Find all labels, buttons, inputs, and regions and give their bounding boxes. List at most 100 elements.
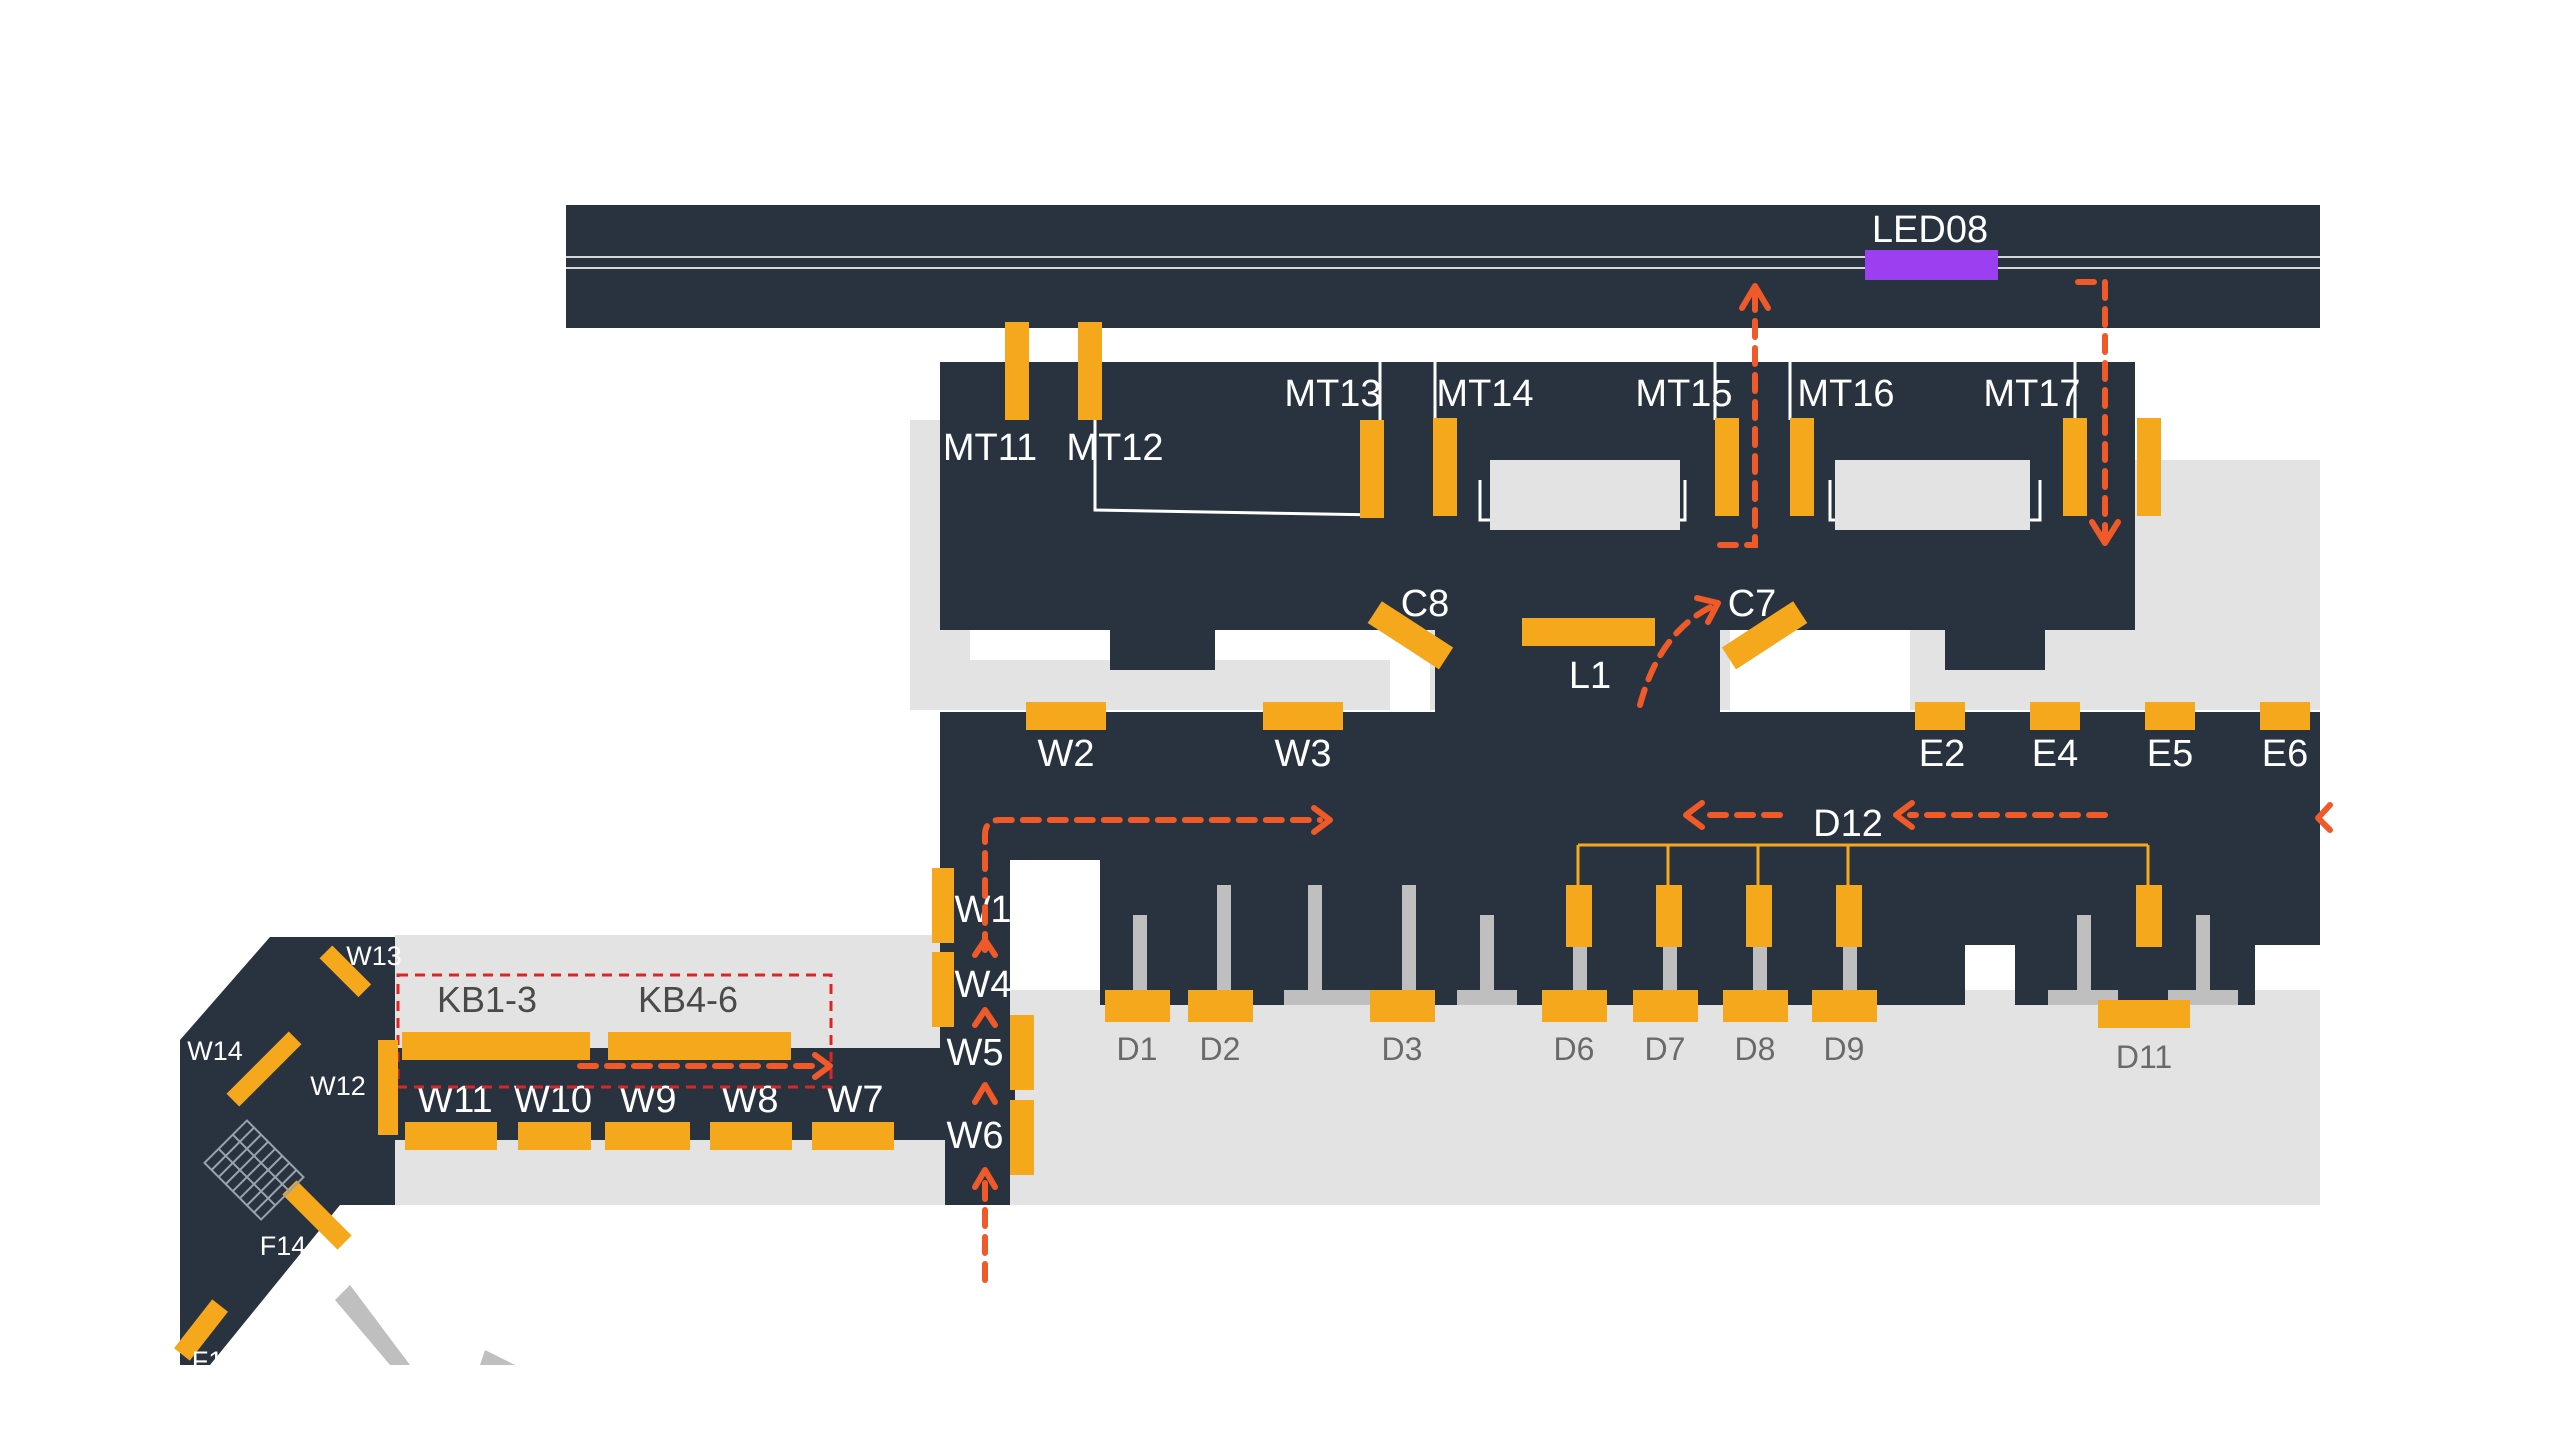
led-screen-icon[interactable]: [1865, 250, 1998, 280]
label-kb1-3: KB1-3: [437, 979, 537, 1020]
booth-c7[interactable]: [1721, 601, 1808, 670]
label-w6: W6: [947, 1115, 1004, 1157]
booth-w14[interactable]: [226, 1031, 302, 1107]
label-d8: D8: [1735, 1031, 1776, 1067]
label-w5: W5: [947, 1032, 1004, 1074]
label-w7: W7: [827, 1079, 884, 1121]
booth-w1[interactable]: [932, 868, 954, 943]
booth-l1[interactable]: [1522, 618, 1655, 646]
booth-w2[interactable]: [1026, 702, 1106, 730]
booth-w3[interactable]: [1263, 702, 1343, 730]
booth-mt12[interactable]: [1078, 322, 1102, 420]
booth-w12[interactable]: [378, 1040, 398, 1135]
label-d11: D11: [2116, 1039, 2172, 1075]
booth-d11[interactable]: [2098, 1000, 2190, 1028]
booth-f15[interactable]: [174, 1299, 228, 1361]
booth-e2[interactable]: [1915, 702, 1965, 730]
booth-d12-c[interactable]: [1746, 885, 1772, 947]
label-kb4-6: KB4-6: [638, 979, 738, 1020]
booth-w5[interactable]: [1010, 1015, 1034, 1090]
label-w9: W9: [620, 1079, 677, 1121]
booth-kb4-6[interactable]: [608, 1032, 791, 1060]
booth-d3[interactable]: [1370, 990, 1435, 1022]
label-c8: C8: [1401, 583, 1450, 625]
label-d3: D3: [1382, 1031, 1423, 1067]
d12-bracket: [1576, 843, 2150, 885]
booth-w8[interactable]: [710, 1122, 792, 1150]
label-d6: D6: [1554, 1031, 1595, 1067]
booth-w10[interactable]: [518, 1122, 591, 1150]
label-w10: W10: [514, 1079, 592, 1121]
booth-extra[interactable]: [2137, 418, 2161, 516]
booth-d12-a[interactable]: [1566, 885, 1592, 947]
inner-room: [1490, 460, 1680, 530]
label-f14: F14: [260, 1231, 307, 1261]
booth-mt17[interactable]: [2063, 418, 2087, 516]
label-e4: E4: [2032, 733, 2078, 775]
escalator-icon: [203, 1119, 305, 1221]
booth-d12-b[interactable]: [1656, 885, 1682, 947]
booth-d9[interactable]: [1812, 990, 1877, 1022]
booth-d7[interactable]: [1633, 990, 1698, 1022]
label-w4: W4: [955, 964, 1012, 1006]
booth-e5[interactable]: [2145, 702, 2195, 730]
booth-c8[interactable]: [1367, 601, 1454, 670]
booth-d2[interactable]: [1188, 990, 1253, 1022]
label-c7: C7: [1728, 583, 1777, 625]
label-f15: F15: [192, 1346, 239, 1376]
booth-kb1-3[interactable]: [402, 1032, 590, 1060]
label-d1: D1: [1117, 1031, 1158, 1067]
booth-mt15[interactable]: [1715, 418, 1739, 516]
label-w14: W14: [187, 1036, 243, 1066]
booth-mt11[interactable]: [1005, 322, 1029, 420]
booth-d8[interactable]: [1723, 990, 1788, 1022]
mt-booths: [1005, 322, 2161, 518]
inner-room: [1835, 460, 2030, 530]
label-mt13: MT13: [1284, 373, 1381, 415]
booth-mt13[interactable]: [1360, 420, 1384, 518]
booth-w7[interactable]: [812, 1122, 894, 1150]
route-arrow-icon: [577, 279, 2333, 1283]
label-mt17: MT17: [1983, 373, 2080, 415]
led-label: LED08: [1872, 209, 1988, 251]
label-w12: W12: [310, 1071, 366, 1101]
entrance-2: 2: [1392, 322, 1412, 367]
label-mt12: MT12: [1066, 427, 1163, 469]
label-d9: D9: [1824, 1031, 1865, 1067]
booth-d1[interactable]: [1105, 990, 1170, 1022]
road-mark: [335, 1285, 410, 1365]
label-e2: E2: [1919, 733, 1965, 775]
entrance-1: 1: [1038, 322, 1058, 367]
booth-f14[interactable]: [282, 1180, 352, 1250]
label-w13: W13: [346, 941, 402, 971]
label-w11: W11: [417, 1079, 492, 1121]
label-d7: D7: [1645, 1031, 1686, 1067]
booth-mt16[interactable]: [1790, 418, 1814, 516]
label-w2: W2: [1038, 733, 1095, 775]
label-mt11: MT11: [943, 427, 1037, 469]
label-w3: W3: [1275, 733, 1332, 775]
booth-mt14[interactable]: [1433, 418, 1457, 516]
label-e6: E6: [2262, 733, 2308, 775]
booth-w4[interactable]: [932, 952, 954, 1027]
booth-d6[interactable]: [1542, 990, 1607, 1022]
booth-w6[interactable]: [1010, 1100, 1034, 1175]
entrance-3: 3: [1746, 322, 1766, 367]
booth-w9[interactable]: [605, 1122, 690, 1150]
label-e5: E5: [2147, 733, 2193, 775]
label-w8: W8: [722, 1079, 779, 1121]
road-mark: [480, 1350, 515, 1365]
booth-w13[interactable]: [319, 945, 372, 998]
booth-w11[interactable]: [405, 1122, 497, 1150]
booth-d12-d[interactable]: [1836, 885, 1862, 947]
label-d2: D2: [1200, 1031, 1241, 1067]
booth-e6[interactable]: [2260, 702, 2310, 730]
booth-d12-e[interactable]: [2136, 885, 2162, 947]
label-d12: D12: [1813, 803, 1883, 845]
label-mt15: MT15: [1635, 373, 1732, 415]
label-mt16: MT16: [1797, 373, 1894, 415]
label-l1: L1: [1569, 655, 1611, 697]
booth-e4[interactable]: [2030, 702, 2080, 730]
label-mt14: MT14: [1436, 373, 1533, 415]
